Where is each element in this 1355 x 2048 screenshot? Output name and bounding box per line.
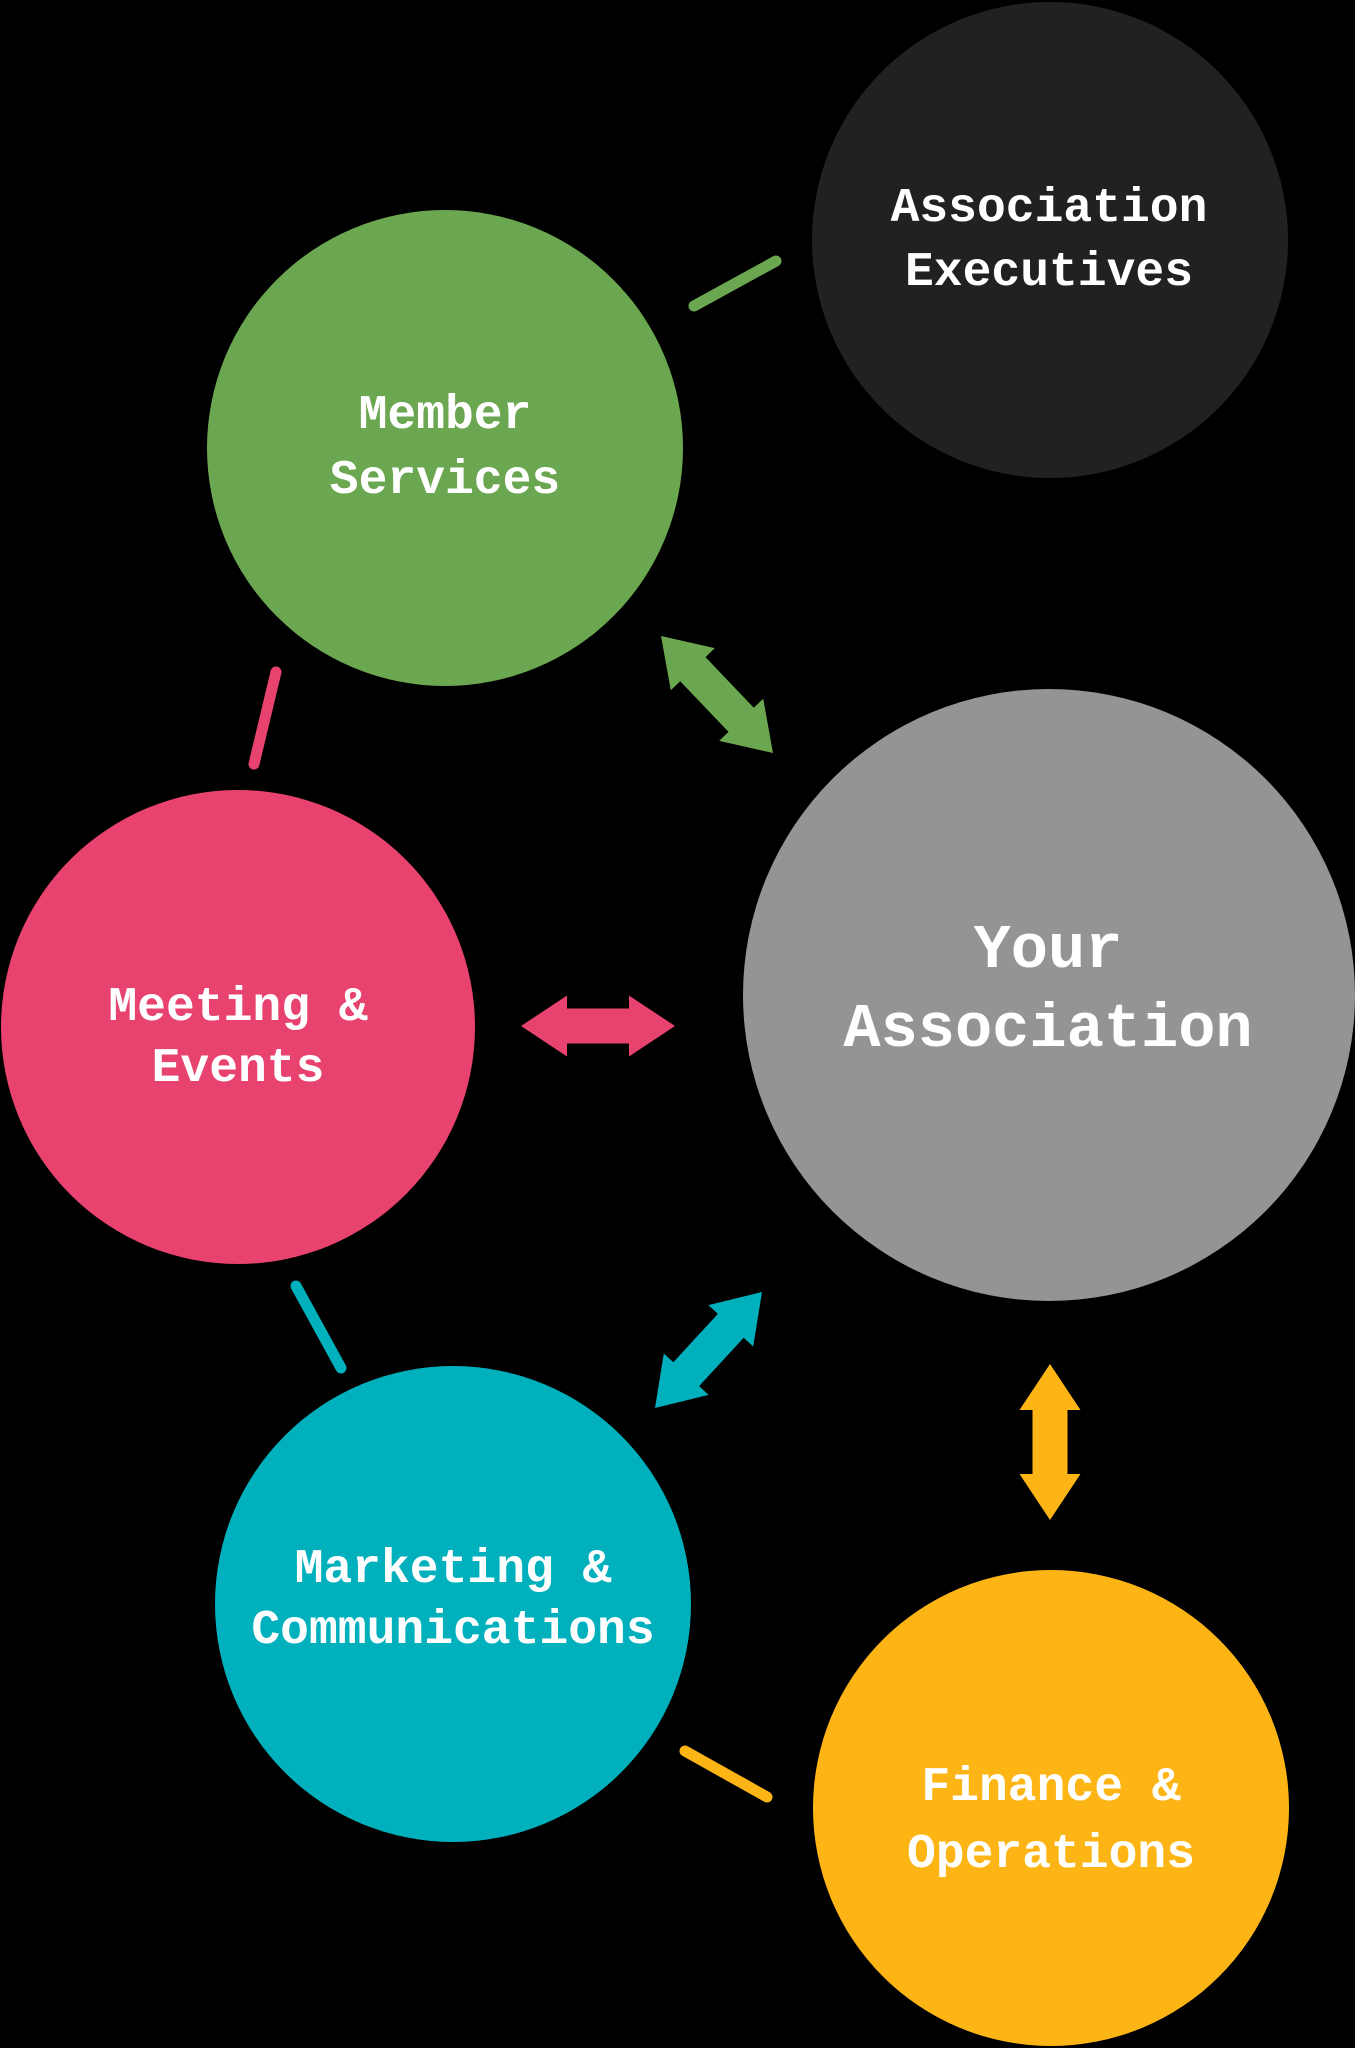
svg-text:Marketing &: Marketing & [295, 1543, 612, 1597]
svg-text:Executives: Executives [905, 246, 1193, 300]
svg-text:Operations: Operations [907, 1828, 1195, 1882]
svg-text:Finance &: Finance & [921, 1761, 1180, 1815]
svg-text:Member: Member [359, 389, 532, 443]
svg-text:Your: Your [974, 915, 1123, 986]
svg-text:Association: Association [891, 182, 1208, 236]
svg-text:Events: Events [152, 1042, 325, 1096]
svg-text:Communications: Communications [251, 1604, 654, 1658]
svg-text:Services: Services [330, 454, 560, 508]
svg-text:Association: Association [843, 994, 1252, 1065]
svg-text:Meeting &: Meeting & [108, 981, 367, 1035]
